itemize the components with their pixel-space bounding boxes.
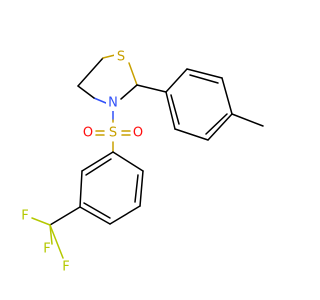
atom-f-top: F xyxy=(43,242,50,257)
tolyl-ring-bonds xyxy=(136,68,264,141)
atom-o-left: O xyxy=(83,126,93,141)
atom-f-left: F xyxy=(21,209,28,224)
atom-s-ring: S xyxy=(117,50,125,65)
sulfonyl-bonds xyxy=(95,109,131,153)
trifluoromethylphenyl-ring-bonds xyxy=(49,151,144,226)
atom-o-right: O xyxy=(133,126,143,141)
atom-labels: S N S O O F F F xyxy=(21,49,145,275)
atom-n: N xyxy=(108,96,118,111)
atom-f-bottom: F xyxy=(62,260,69,275)
thiazolidine-ring-bonds xyxy=(77,54,138,104)
cf3-bonds xyxy=(31,217,64,259)
molecule-structure: S N S O O F F F xyxy=(21,49,264,275)
atom-s-sulfonyl: S xyxy=(109,126,117,141)
